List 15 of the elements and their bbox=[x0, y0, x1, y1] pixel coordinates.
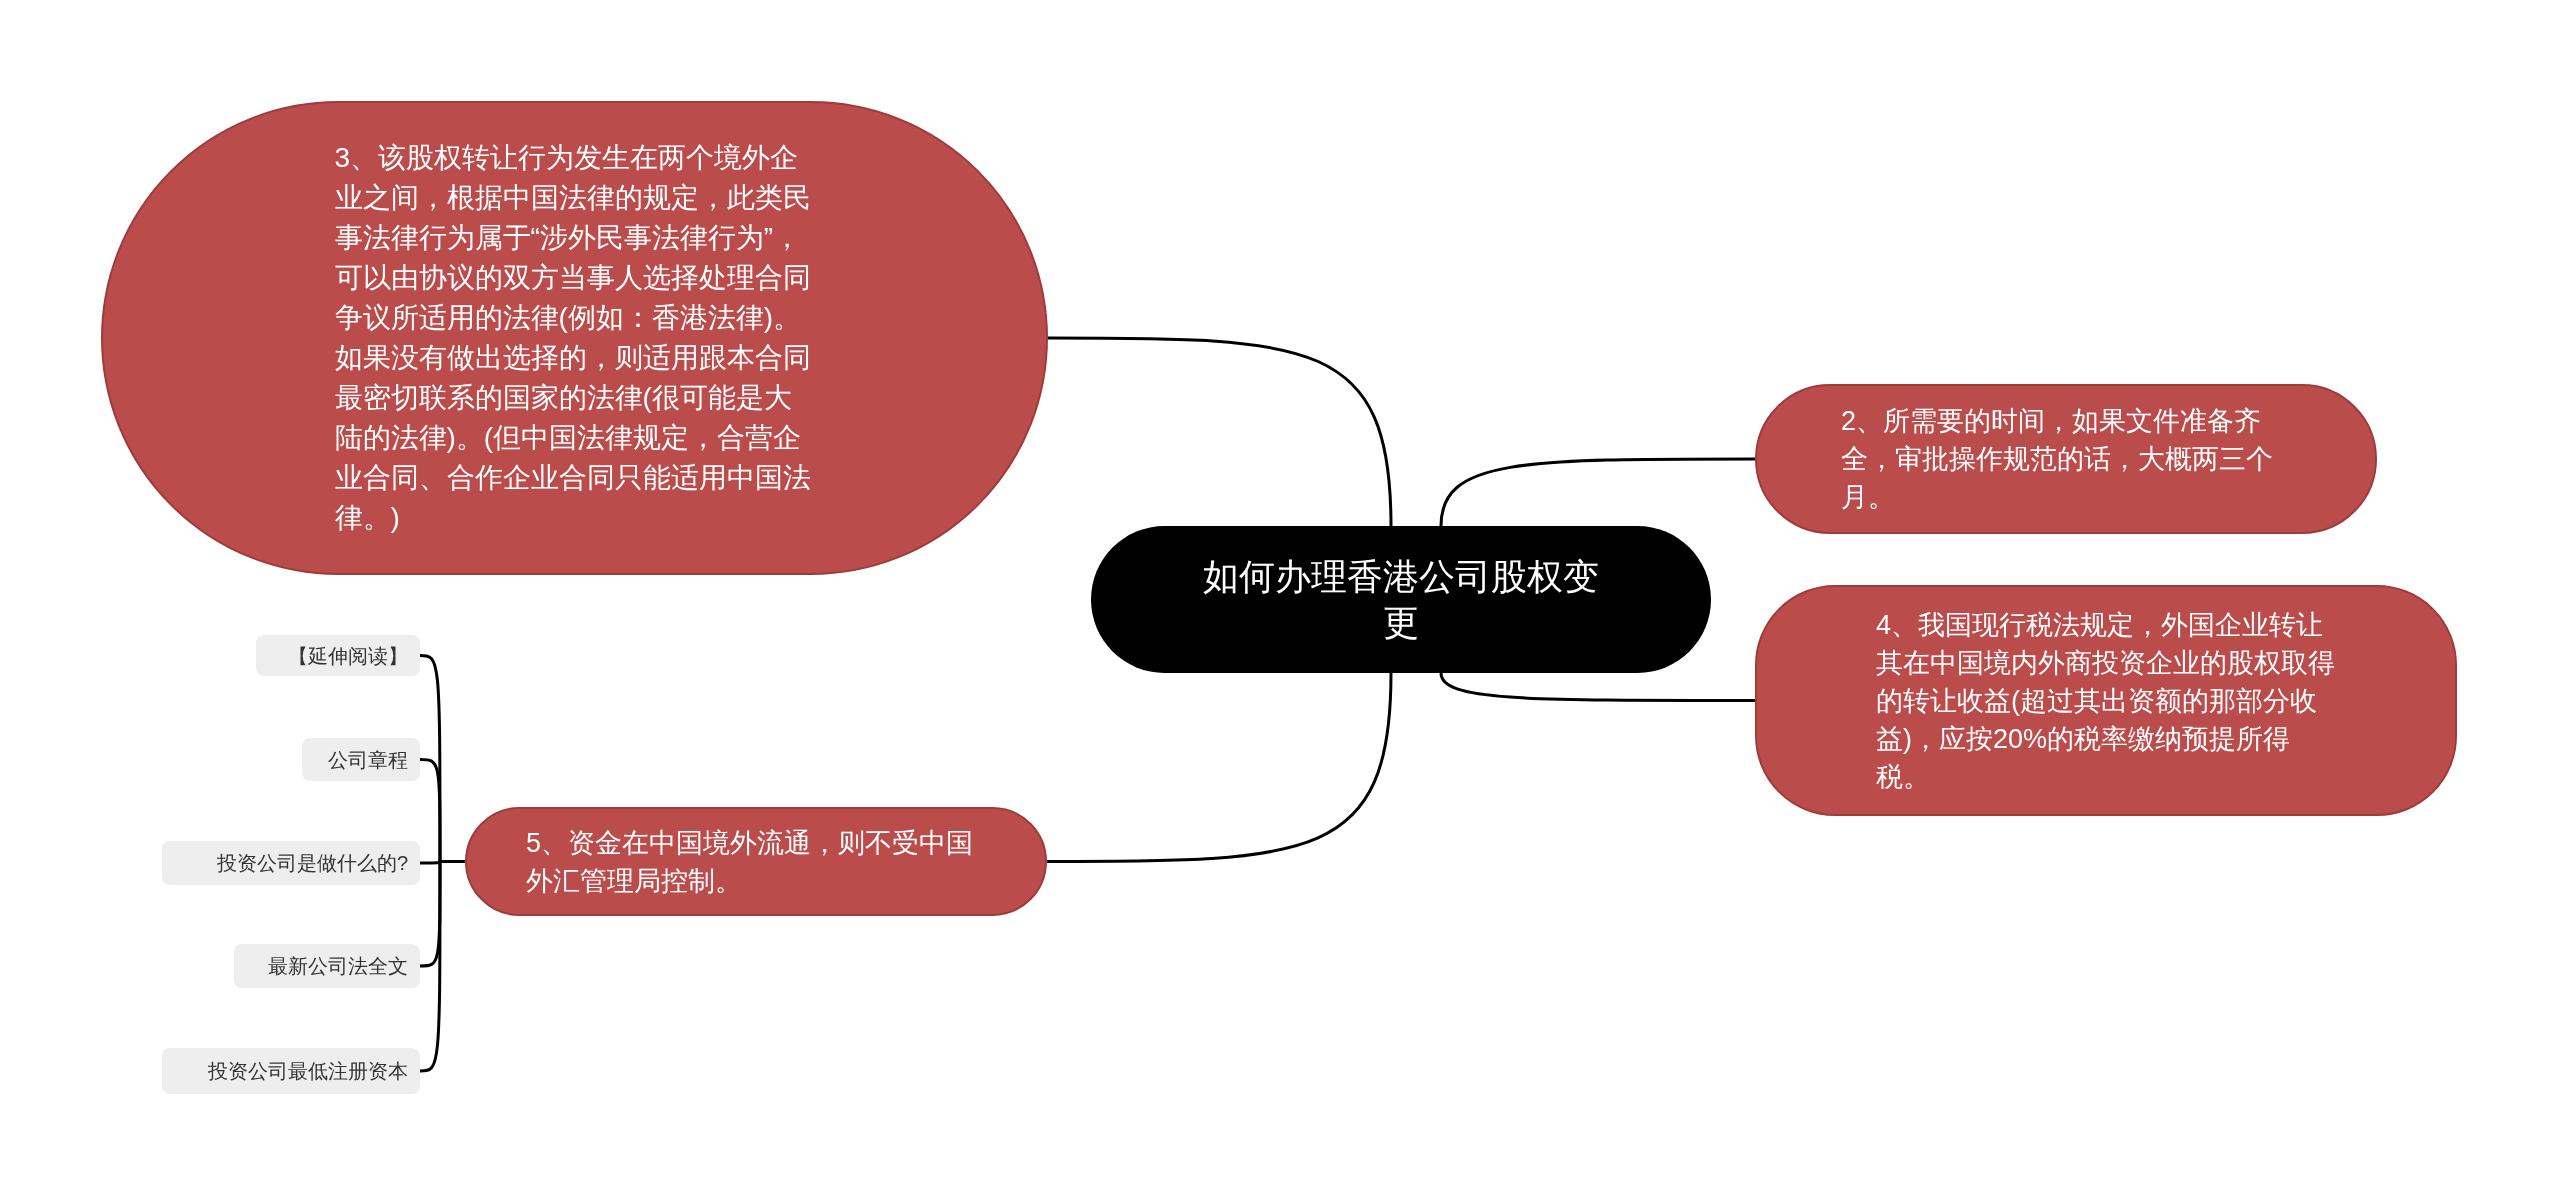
connector-line bbox=[1439, 672, 1755, 702]
link-tag: 投资公司是做什么的? bbox=[162, 841, 420, 885]
connector-line bbox=[1048, 336, 1393, 527]
topic-bubble: 4、我国现行税法规定，外国企业转让其在中国境内外商投资企业的股权取得的转让收益(超过其出资额的那部分收益)，应按20%的税率缴纳预提所得税。 bbox=[1755, 585, 2457, 816]
link-tag: 【延伸阅读】 bbox=[256, 635, 420, 676]
connector-line bbox=[1047, 672, 1393, 863]
topic-bubble: 3、该股权转让行为发生在两个境外企业之间，根据中国法律的规定，此类民事法律行为属于“涉外民事法律行为”，可以由协议的双方当事人选择处理合同争议所适用的法律(例如：香港法律)。如果没有做出选择的，则适用跟本合同最密切联系的国家的法律(很可能是大陆的法律)。(但中国法律规定，合营企业合同、合作企业合同只能适用中国法律。) bbox=[101, 101, 1048, 575]
connector-line bbox=[1439, 457, 1755, 527]
connector-line bbox=[419, 860, 465, 1073]
link-tag: 投资公司最低注册资本 bbox=[162, 1048, 420, 1094]
central-topic: 如何办理香港公司股权变更 bbox=[1091, 526, 1711, 673]
topic-bubble: 5、资金在中国境外流通，则不受中国外汇管理局控制。 bbox=[465, 807, 1047, 916]
link-tag: 最新公司法全文 bbox=[234, 944, 420, 988]
topic-bubble: 2、所需要的时间，如果文件准备齐全，审批操作规范的话，大概两三个月。 bbox=[1755, 384, 2377, 534]
link-tag: 公司章程 bbox=[302, 738, 420, 781]
